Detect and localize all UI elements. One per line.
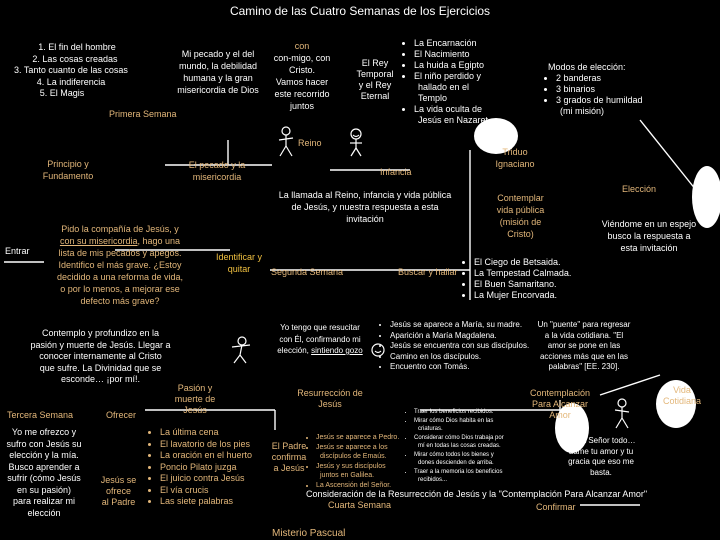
passion-list: La última cena El lavatorio de los pies … — [150, 427, 252, 508]
tomad-senor: Toma Señor todo…dame tu amor y tu gracia… — [566, 436, 636, 477]
dancing-figure-icon — [231, 336, 251, 364]
infancia-label: Infancia — [380, 167, 412, 177]
week4-label: Cuarta Semana — [328, 500, 392, 510]
week1-prayer: Pido la compañía de Jesús, y con su mise… — [56, 224, 184, 306]
appearances2-list: Jesús se aparece a Pedro. Jesús se apare… — [306, 433, 399, 490]
ofrecer-label: Ofrecer — [106, 410, 137, 420]
contemplacion-oval — [555, 403, 589, 453]
week4-resucitar: Yo tengo que resucitar con Él, confirman… — [277, 323, 363, 355]
eleccion-oval — [692, 166, 720, 228]
entrar-label: Entrar — [5, 246, 30, 256]
consideracion: Consideración de la Resurrección de Jesú… — [306, 489, 648, 499]
buscar-hallar: Buscar y hallar — [398, 267, 458, 277]
page-title: Camino de las Cuatro Semanas de los Ejer… — [229, 4, 491, 18]
triduo-oval — [474, 118, 518, 154]
week1-list: 1. El fin del hombre 2. Las cosas creada… — [14, 42, 128, 98]
confirmar-label: Confirmar — [536, 502, 576, 512]
smile-face-icon — [371, 343, 385, 357]
stick-figure-right-icon — [614, 398, 630, 429]
benefits-list: Traer los beneficios recibidos. Mirar có… — [404, 408, 504, 485]
week1-label: Primera Semana — [109, 109, 177, 119]
week2-call: La llamada al Reino, infancia y vida púb… — [278, 190, 452, 224]
stick-figure-icon — [278, 126, 294, 157]
appearances-list: Jesús se aparece a María, su madre. Apar… — [380, 320, 529, 373]
eleccion-label: Elección — [622, 184, 657, 194]
vida-oval — [656, 380, 696, 428]
week2-label: Segunda Semana — [271, 267, 344, 277]
encarnacion-list: La Encarnación El Nacimiento La huida a … — [404, 38, 488, 126]
week3-label: Tercera Semana — [7, 410, 74, 420]
miracles-list: El Ciego de Betsaida. La Tempestad Calma… — [464, 257, 571, 301]
reino-label: Reino — [298, 138, 322, 148]
smiling-figure-icon — [350, 128, 362, 157]
election-modes: Modos de elección: 2 banderas 3 binarios… — [546, 62, 643, 117]
misterio-pascual: Misterio Pascual — [272, 528, 346, 539]
